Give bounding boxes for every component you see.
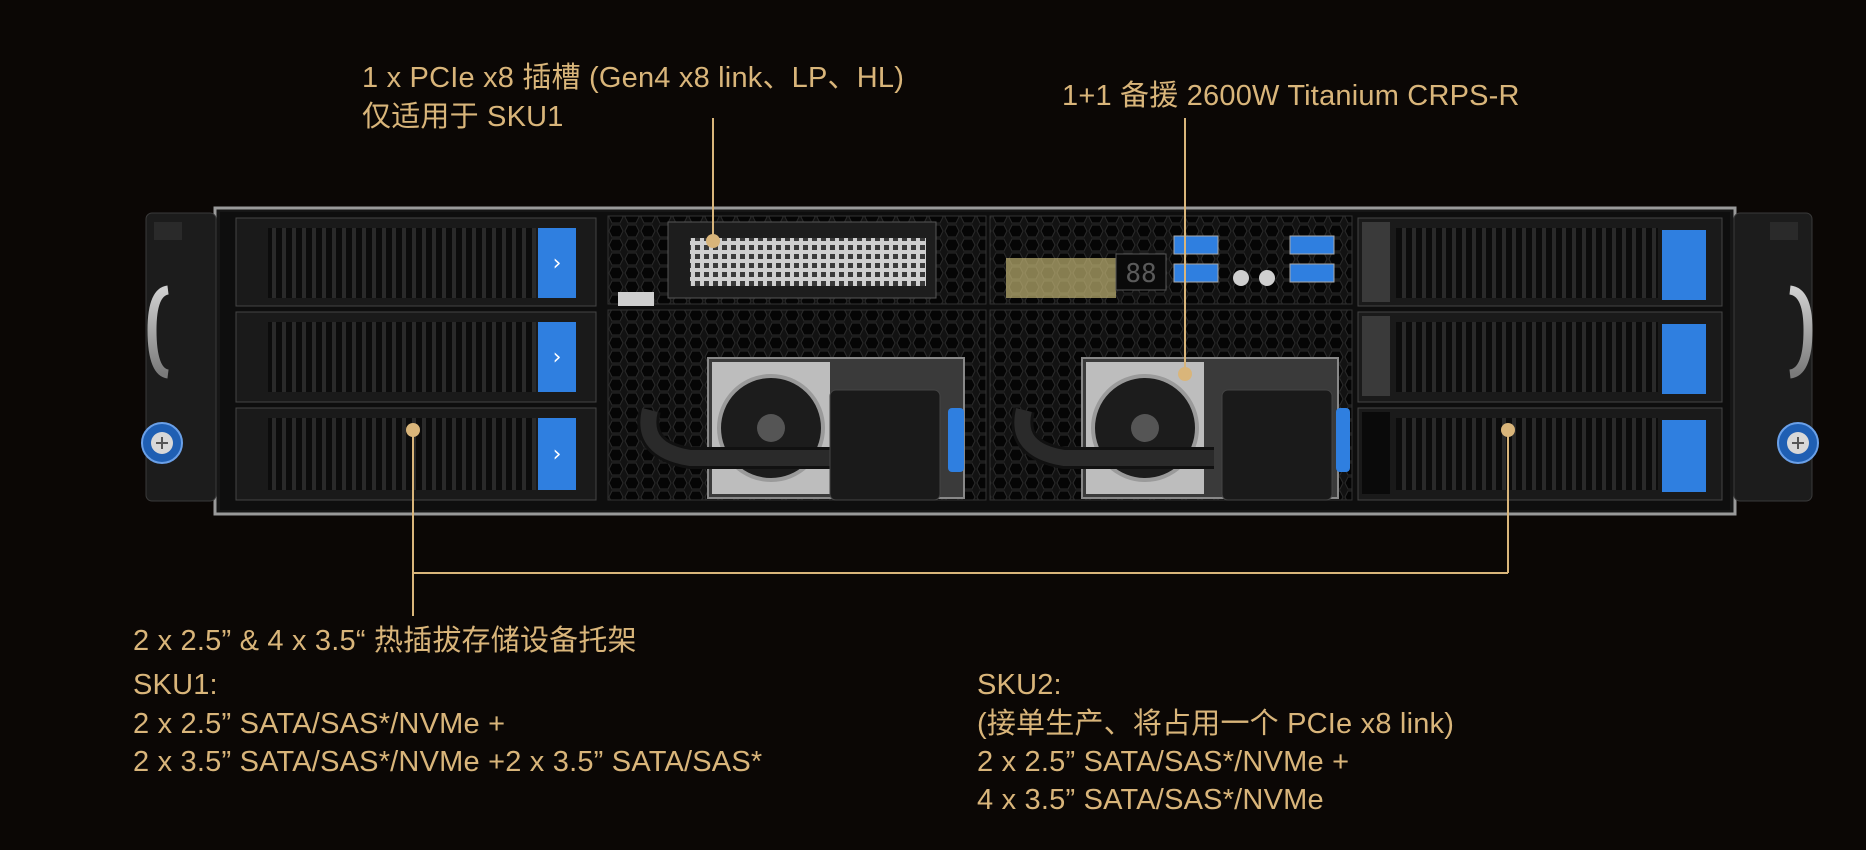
- psu-release-latch[interactable]: [948, 408, 964, 472]
- sku1-heading: SKU1:: [133, 669, 218, 701]
- right-rack-ear: [1733, 212, 1819, 502]
- pcie-slot-label-line2: 仅适用于 SKU1: [362, 101, 564, 133]
- sku2-heading: SKU2:: [977, 669, 1062, 701]
- svg-text:›: ›: [553, 442, 562, 467]
- usb-port[interactable]: [1289, 263, 1335, 283]
- led-display: 88: [1125, 259, 1156, 289]
- drive-latch-button[interactable]: [538, 228, 576, 298]
- drive-latch-button[interactable]: [1662, 420, 1706, 492]
- drive-latch-button[interactable]: [1662, 230, 1706, 300]
- svg-text:›: ›: [553, 251, 562, 276]
- psu-1[interactable]: [607, 309, 987, 501]
- power-plug: [1221, 389, 1333, 501]
- svg-text:›: ›: [553, 345, 562, 370]
- pcie-slot-label-line1: 1 x PCIe x8 插槽 (Gen4 x8 link、LP、HL): [362, 62, 905, 94]
- pcie-slot-module: [607, 215, 987, 306]
- left-drive-bay-2[interactable]: ›: [235, 311, 597, 403]
- sku1-line1: 2 x 2.5” SATA/SAS*/NVMe +: [133, 708, 506, 740]
- drive-latch-button[interactable]: [1662, 324, 1706, 394]
- psu-2[interactable]: [989, 309, 1353, 501]
- sku2-line2: 2 x 2.5” SATA/SAS*/NVMe +: [977, 746, 1350, 778]
- right-drive-bay-1[interactable]: [1357, 217, 1723, 307]
- psu-release-latch[interactable]: [1336, 408, 1350, 472]
- left-rack-ear: [141, 212, 217, 502]
- sku2-line3: 4 x 3.5” SATA/SAS*/NVMe: [977, 784, 1324, 816]
- pcie-bracket: [690, 238, 926, 286]
- right-thumbscrew[interactable]: [1777, 422, 1819, 464]
- front-io-panel: 88: [989, 215, 1353, 305]
- power-button[interactable]: [1233, 270, 1249, 286]
- callout-storage: [406, 423, 1515, 616]
- right-handle[interactable]: [1788, 285, 1813, 379]
- drive-latch-button[interactable]: [538, 322, 576, 392]
- drive-latch-button[interactable]: [538, 418, 576, 490]
- right-drive-bay-3[interactable]: [1357, 407, 1723, 501]
- psu-label: 1+1 备援 2600W Titanium CRPS-R: [1062, 80, 1520, 112]
- reset-button[interactable]: [1259, 270, 1275, 286]
- left-drive-bay-3[interactable]: ›: [235, 407, 597, 501]
- power-plug: [829, 389, 941, 501]
- usb-port[interactable]: [1173, 263, 1219, 283]
- usb-port[interactable]: [1289, 235, 1335, 255]
- usb-port[interactable]: [1173, 235, 1219, 255]
- left-handle[interactable]: [147, 285, 170, 379]
- callout-psu: [1178, 118, 1192, 381]
- sku1-line2: 2 x 3.5” SATA/SAS*/NVMe +2 x 3.5” SATA/S…: [133, 746, 763, 778]
- callout-pcie: [706, 118, 720, 248]
- right-drive-bay-2[interactable]: [1357, 311, 1723, 403]
- sku2-line1: (接单生产、将占用一个 PCIe x8 link): [977, 708, 1455, 740]
- left-thumbscrew[interactable]: [141, 422, 183, 464]
- left-drive-bay-1[interactable]: ›: [235, 217, 597, 307]
- storage-bays-title: 2 x 2.5” & 4 x 3.5“ 热插拔存储设备托架: [133, 625, 637, 657]
